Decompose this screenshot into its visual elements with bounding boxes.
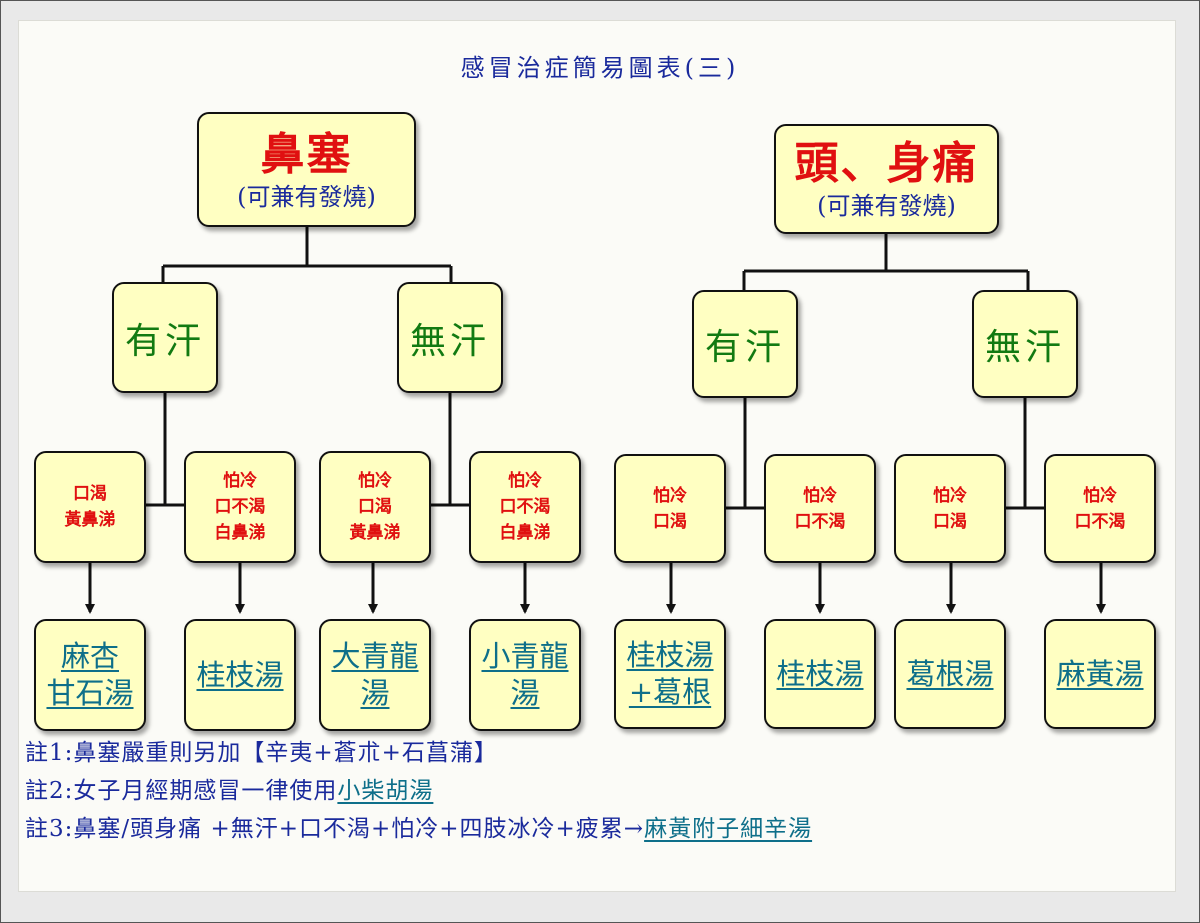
branch-box-sweating: 有汗 — [692, 290, 798, 398]
symptom-text: 白鼻涕 — [214, 523, 266, 543]
remedy-box: 葛根湯 — [894, 619, 1006, 729]
symptom-box: 怕冷 口渴 — [614, 454, 726, 563]
note-remedy-link[interactable]: 麻黃附子細辛湯 — [644, 816, 813, 842]
root-label: 頭、身痛 — [794, 138, 979, 189]
remedy-box: 大青龍 湯 — [319, 619, 431, 731]
symptom-text: 黃鼻涕 — [64, 510, 116, 530]
remedy-link[interactable]: 小青龍 — [481, 639, 569, 673]
remedy-link[interactable]: 桂枝湯 — [626, 638, 714, 672]
note-text: 註3:鼻塞/頭身痛 +無汗+口不渴+怕冷+四肢冰冷+疲累→ — [25, 816, 645, 842]
symptom-text: 怕冷 — [1083, 485, 1117, 506]
symptom-text: 口渴 — [933, 511, 967, 532]
symptom-text: 怕冷 — [358, 471, 392, 491]
branch-box-sweating: 有汗 — [112, 282, 218, 393]
remedy-link[interactable]: 葛根湯 — [906, 656, 994, 691]
remedy-box: 麻黃湯 — [1044, 619, 1156, 729]
symptom-text: 口不渴 — [214, 497, 266, 517]
remedy-link[interactable]: +葛根 — [628, 675, 712, 709]
symptom-box: 怕冷 口不渴 — [764, 454, 876, 563]
remedy-link[interactable]: 甘石湯 — [46, 676, 134, 710]
remedy-link[interactable]: 桂枝湯 — [196, 657, 284, 692]
notes-section: 註1:鼻塞嚴重則另加【辛夷+蒼朮+石菖蒲】 註2:女子月經期感冒一律使用小柴胡湯… — [25, 734, 1175, 848]
symptom-box: 怕冷 口渴 黃鼻涕 — [319, 451, 431, 563]
remedy-box: 桂枝湯 +葛根 — [614, 619, 726, 729]
symptom-text: 怕冷 — [223, 471, 257, 491]
symptom-text: 口不渴 — [499, 497, 551, 517]
remedy-link[interactable]: 麻杏 — [60, 639, 119, 673]
symptom-box: 怕冷 口不渴 — [1044, 454, 1156, 563]
symptom-text: 口渴 — [358, 497, 392, 517]
remedy-link[interactable]: 麻黃湯 — [1056, 656, 1144, 691]
symptom-text: 怕冷 — [508, 471, 542, 491]
note-remedy-link[interactable]: 小柴胡湯 — [337, 778, 434, 804]
remedy-link[interactable]: 大青龍 — [331, 639, 419, 673]
symptom-text: 口渴 — [653, 511, 687, 532]
root-sublabel: (可兼有發燒) — [817, 192, 956, 220]
remedy-box: 麻杏 甘石湯 — [34, 619, 146, 731]
symptom-text: 怕冷 — [933, 485, 967, 506]
remedy-box: 小青龍 湯 — [469, 619, 581, 731]
note-text: 註1:鼻塞嚴重則另加【辛夷+蒼朮+石菖蒲】 — [25, 740, 498, 766]
root-sublabel: (可兼有發燒) — [237, 182, 376, 211]
remedy-link[interactable]: 湯 — [360, 676, 390, 710]
branch-label: 無汗 — [409, 320, 490, 362]
symptom-text: 怕冷 — [803, 485, 837, 506]
symptom-text: 口不渴 — [1074, 511, 1126, 532]
symptom-box: 怕冷 口不渴 白鼻涕 — [469, 451, 581, 563]
remedy-box: 桂枝湯 — [184, 619, 296, 731]
remedy-box: 桂枝湯 — [764, 619, 876, 729]
note-3: 註3:鼻塞/頭身痛 +無汗+口不渴+怕冷+四肢冰冷+疲累→麻黃附子細辛湯 — [25, 810, 1175, 848]
symptom-text: 口不渴 — [794, 511, 846, 532]
symptom-text: 口渴 — [73, 484, 107, 504]
symptom-box: 口渴 黃鼻涕 — [34, 451, 146, 563]
branch-label: 無汗 — [984, 327, 1065, 368]
chart-title: 感冒治症簡易圖表(三) — [460, 54, 740, 82]
branch-box-no-sweating: 無汗 — [972, 290, 1078, 398]
symptom-box: 怕冷 口不渴 白鼻涕 — [184, 451, 296, 563]
symptom-text: 白鼻涕 — [499, 523, 551, 543]
branch-label: 有汗 — [704, 327, 785, 368]
remedy-link[interactable]: 桂枝湯 — [776, 656, 864, 691]
note-text: 註2:女子月經期感冒一律使用 — [25, 778, 338, 804]
symptom-box: 怕冷 口渴 — [894, 454, 1006, 563]
branch-label: 有汗 — [124, 320, 205, 362]
root-box-nasal-congestion: 鼻塞 (可兼有發燒) — [197, 112, 416, 227]
root-box-head-body-pain: 頭、身痛 (可兼有發燒) — [774, 124, 999, 234]
note-1: 註1:鼻塞嚴重則另加【辛夷+蒼朮+石菖蒲】 — [25, 734, 1175, 772]
branch-box-no-sweating: 無汗 — [397, 282, 503, 393]
symptom-text: 怕冷 — [653, 485, 687, 506]
symptom-text: 黃鼻涕 — [349, 523, 401, 543]
note-2: 註2:女子月經期感冒一律使用小柴胡湯 — [25, 772, 1175, 810]
remedy-link[interactable]: 湯 — [510, 676, 540, 710]
root-label: 鼻塞 — [260, 128, 353, 180]
